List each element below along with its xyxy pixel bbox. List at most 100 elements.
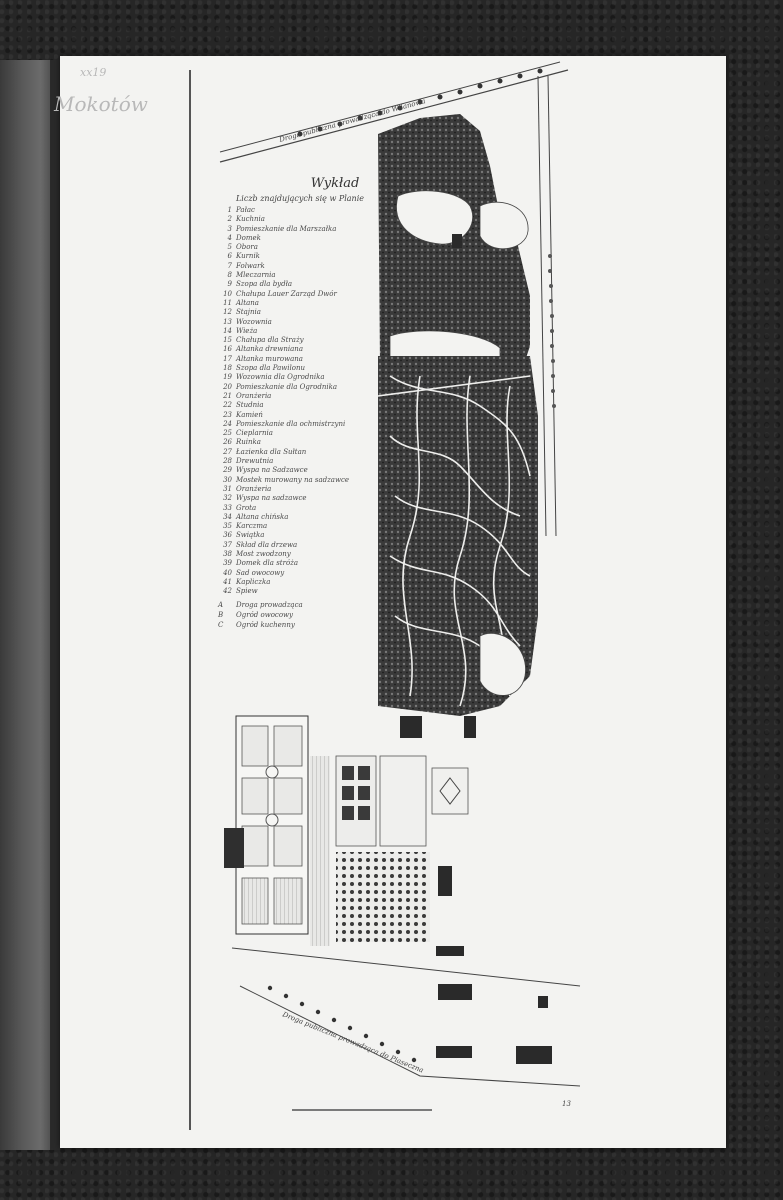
legend-item-number: 32	[223, 494, 232, 503]
legend-item-number: 35	[223, 522, 232, 531]
spine-edge	[50, 60, 60, 1150]
formal-gardens	[224, 715, 476, 956]
legend-item-number: 15	[223, 336, 232, 345]
legend-item-number: 39	[223, 559, 232, 568]
legend-item-label: Pałac	[236, 206, 255, 214]
legend-item-label: Oranżeria	[236, 484, 272, 493]
legend-item-label: Szopa dla Pawilonu	[236, 364, 305, 373]
legend-item-number: 12	[223, 308, 232, 317]
legend-item-label: Łazienka dla Sułtan	[236, 447, 307, 456]
legend-item-label: Oranżeria	[236, 391, 272, 400]
legend-item: 29 Wyspa na Sadzawce	[218, 466, 388, 475]
pencil-note-margin: Mokotów	[54, 92, 148, 116]
landscape-park-main	[377, 356, 538, 716]
legend-item-number: 21	[223, 391, 232, 400]
legend-item: 27 Łazienka dla Sułtan	[218, 448, 388, 457]
letter-legend-item-label: Droga prowadząca	[236, 601, 303, 609]
legend-item-label: Świątka	[236, 531, 265, 540]
legend-item-number: 22	[223, 401, 232, 410]
legend-item-number: 37	[223, 540, 232, 549]
letter-legend-item-number: B	[218, 611, 224, 619]
legend-item-label: Skład dla drzewa	[236, 540, 298, 549]
letter-legend-item: C Ogród kuchenny	[218, 620, 303, 630]
legend-item: 12 Stajnia	[218, 308, 388, 317]
legend-item-number: 6	[227, 252, 232, 261]
legend-title: Wykład	[310, 176, 360, 191]
legend-item-label: Cieplarnia	[236, 429, 273, 438]
legend-item: 40 Sad owocowy	[218, 569, 388, 578]
legend-item-label: Sad owocowy	[236, 568, 285, 577]
legend-item-number: 2	[227, 215, 232, 224]
legend-item-label: Wyspa na Sadzawce	[236, 466, 308, 475]
legend-item-number: 40	[223, 568, 232, 577]
letter-legend-item-label: Ogród kuchenny	[236, 621, 295, 629]
legend-item-number: 10	[223, 289, 232, 298]
legend-item-label: Altanka drewniana	[236, 345, 303, 354]
legend-item-label: Drewutnia	[236, 457, 274, 466]
legend-item: 32 Wyspa na sadzawce	[218, 494, 388, 503]
legend-item-label: Grota	[236, 503, 257, 512]
road-bottom-label: Droga publiczna prowadząca do Piaseczna	[280, 1010, 424, 1075]
legend-item-label: Wozownia	[236, 317, 272, 326]
legend-item-label: Altanka murowana	[236, 354, 303, 363]
legend-item-label: Pomieszkanie dla Ogrodnika	[236, 382, 338, 391]
legend-item: 37 Skład dla drzewa	[218, 541, 388, 550]
legend-item-label: Karczma	[236, 522, 268, 531]
legend-item-number: 4	[227, 233, 232, 242]
legend-subtitle: Liczb znajdujących się w Planie	[235, 194, 365, 203]
legend-item-label: Pomieszkanie dla Marszałka	[236, 224, 337, 233]
garden-plan-map: Droga publiczna prowadząca do Wilanowa	[219, 61, 581, 1111]
legend-item-number: 27	[223, 447, 232, 456]
legend-item: 4 Domek	[218, 234, 388, 243]
legend-item-label: Wieża	[236, 326, 258, 335]
legend-item-number: 1	[227, 206, 232, 214]
legend-item-label: Kuchnia	[236, 215, 265, 224]
right-avenue	[537, 75, 557, 537]
legend-item-label: Szopa dla bydła	[236, 280, 293, 289]
book-spine	[0, 60, 58, 1150]
letter-legend-item-number: C	[218, 621, 224, 629]
legend-item-number: 5	[227, 243, 232, 252]
legend-item-label: Wyspa na sadzawce	[236, 494, 307, 503]
pencil-note-top: xx19	[80, 66, 107, 79]
legend-item-label: Altana	[236, 298, 259, 307]
legend-item-number: 14	[223, 326, 232, 335]
legend-item-number: 31	[223, 484, 232, 493]
legend-item-label: Wozownia dla Ogrodnika	[236, 373, 325, 382]
legend-item-label: Stajnia	[236, 308, 261, 317]
legend-item: 14 Wieża	[218, 327, 388, 336]
legend-item: 2 Kuchnia	[218, 215, 388, 224]
landscape-park-upper	[378, 114, 530, 376]
legend-item-label: Śpiew	[236, 587, 258, 596]
legend-item-label: Altana chińska	[236, 512, 289, 521]
margin-rule	[189, 70, 191, 1130]
legend-item-label: Domek	[236, 233, 261, 242]
legend-item-number: 16	[223, 345, 232, 354]
palace-building	[452, 234, 462, 248]
legend-item-number: 29	[223, 466, 232, 475]
legend-item-number: 34	[223, 512, 232, 521]
